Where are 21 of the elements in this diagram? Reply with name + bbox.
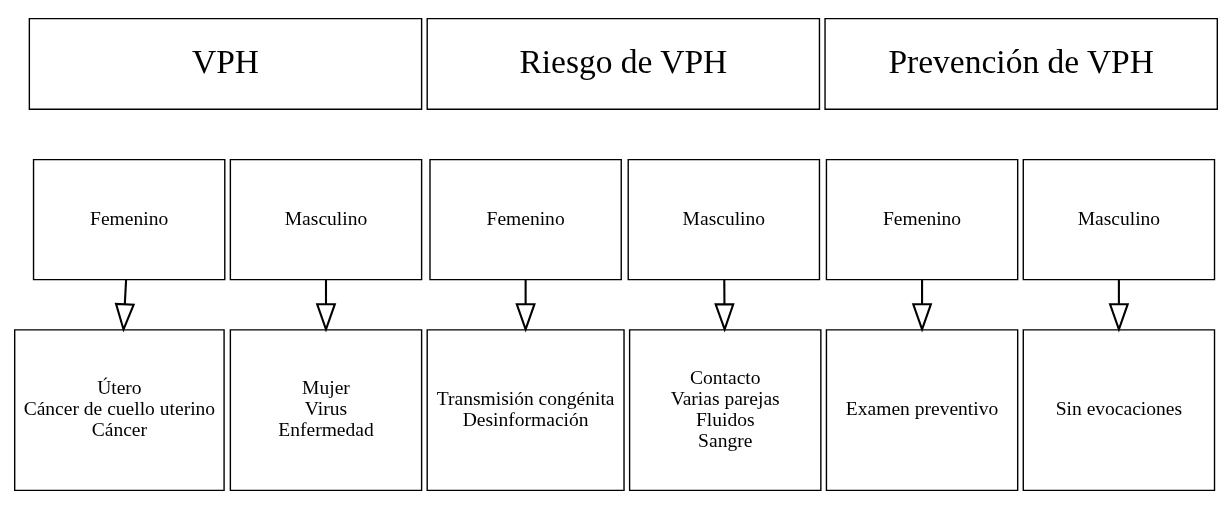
node-box: Femenino xyxy=(32,158,226,280)
node-box: Mujer Virus Enfermedad xyxy=(229,328,423,491)
arrow xyxy=(515,279,536,333)
node-box: Femenino xyxy=(825,158,1019,280)
node-box: Contacto Varias parejas Fluidos Sangre xyxy=(628,328,822,491)
node-box: Prevención de VPH xyxy=(824,17,1218,110)
node-box: Examen preventivo xyxy=(825,328,1019,491)
node-box: Femenino xyxy=(429,158,622,280)
node-box: Sin evocaciones xyxy=(1022,328,1216,491)
arrow xyxy=(1108,279,1130,333)
node-box: Masculino xyxy=(1022,158,1216,280)
arrow xyxy=(315,279,337,333)
node-box: Útero Cáncer de cuello uterino Cáncer xyxy=(14,328,225,491)
arrow xyxy=(114,279,136,333)
node-box: Transmisión congénita Desinformación xyxy=(426,328,625,491)
node-box: Masculino xyxy=(229,158,423,280)
arrow xyxy=(714,279,735,333)
arrow xyxy=(911,279,933,333)
node-box: VPH xyxy=(28,17,423,110)
node-box: Masculino xyxy=(627,158,821,280)
node-box: Riesgo de VPH xyxy=(426,17,821,110)
